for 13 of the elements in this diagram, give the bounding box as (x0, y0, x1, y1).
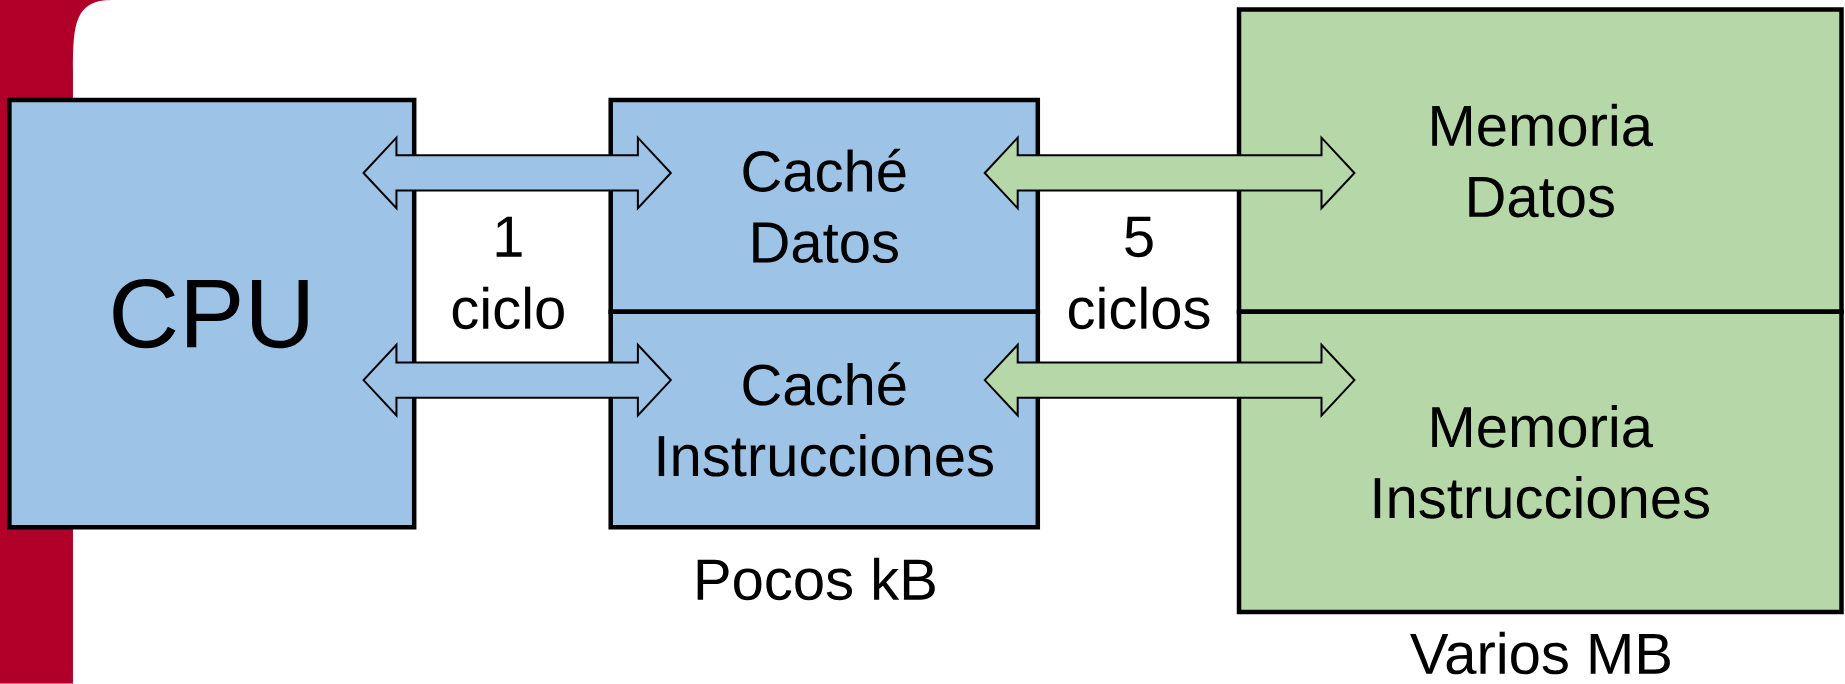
double-arrow (983, 135, 1356, 211)
latency-label: 1 ciclo (452, 216, 564, 330)
double-arrow (983, 342, 1356, 419)
cpu-box: CPU (7, 97, 417, 530)
memory-box: Memoria Instrucciones (1236, 309, 1844, 615)
latency-label: 5 ciclos (1068, 216, 1210, 330)
double-arrow (362, 135, 673, 211)
size-label: Pocos kB (697, 557, 935, 601)
cache-box: Caché Datos (608, 97, 1041, 315)
memory-box: Memoria Datos (1236, 7, 1844, 315)
double-arrow (362, 342, 673, 419)
cache-box: Caché Instrucciones (608, 309, 1041, 530)
size-label: Varios MB (1410, 631, 1670, 675)
